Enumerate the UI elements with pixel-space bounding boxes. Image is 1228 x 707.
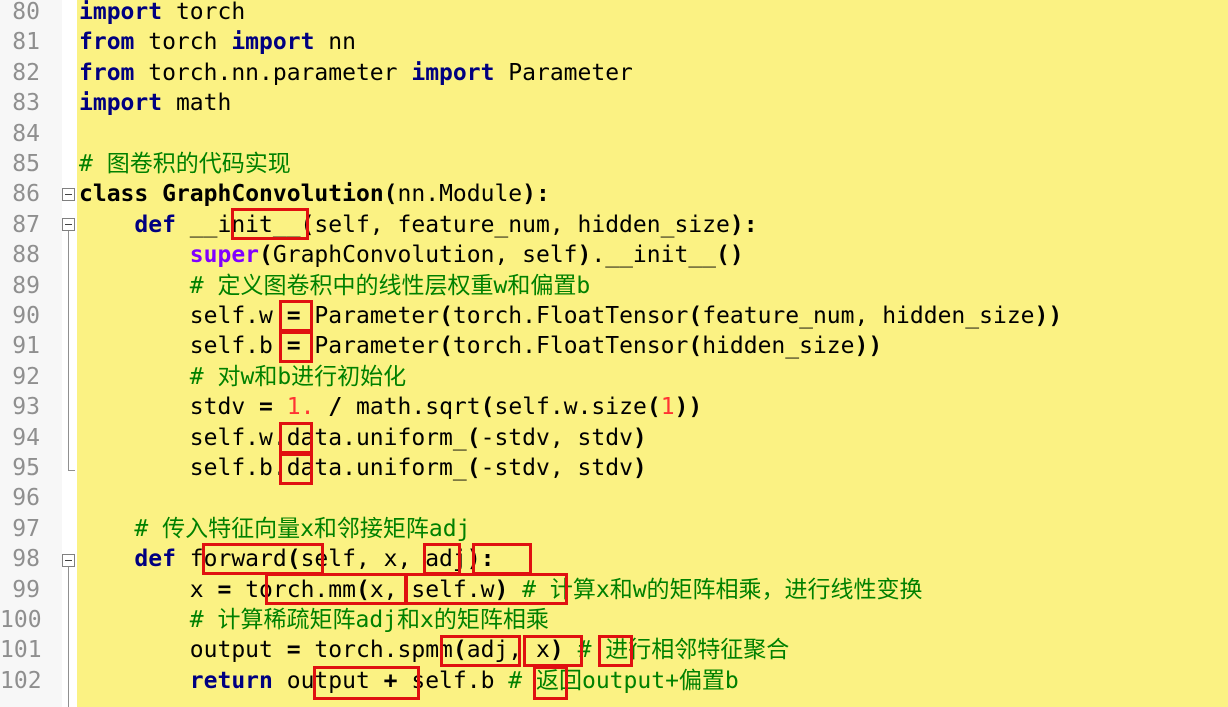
code-line[interactable]: # 定义图卷积中的线性层权重w和偏置b (189, 272, 591, 299)
code-line[interactable]: output = torch.spmm(adj, x) # 进行相邻特征聚合 (79, 637, 790, 664)
code-line[interactable]: # 图卷积的代码实现 (79, 151, 291, 177)
line-number-gutter (0, 0, 62, 707)
code-line[interactable]: def forward(self, x, adj): (134, 546, 495, 573)
line-number: 82 (12, 59, 40, 86)
code-line[interactable]: def __init__(self, feature_num, hidden_s… (134, 211, 758, 238)
fold-end-init (68, 470, 75, 471)
line-number: 88 (12, 242, 40, 269)
line-number: 101 (0, 637, 42, 664)
fold-line-init (68, 231, 69, 470)
highlight-box-x-arg (598, 635, 633, 667)
line-number: 94 (12, 424, 40, 451)
line-number: 83 (12, 90, 40, 117)
line-number: 87 (12, 211, 40, 238)
code-line[interactable]: stdv = 1. / math.sqrt(self.w.size(1)) (79, 394, 703, 421)
line-number: 96 (12, 485, 40, 512)
fold-toggle-init[interactable] (62, 218, 75, 231)
code-line[interactable]: # 对w和b进行初始化 (189, 363, 407, 390)
code-line[interactable]: class GraphConvolution(nn.Module): (79, 181, 550, 208)
line-number: 89 (12, 272, 40, 299)
line-number: 85 (12, 151, 40, 177)
highlight-box-b-return (533, 666, 568, 700)
line-number: 102 (0, 667, 42, 694)
highlight-box-torch-mm (265, 573, 407, 605)
highlight-box-w-init (279, 422, 313, 454)
code-line[interactable]: import math (79, 90, 232, 117)
line-number: 81 (12, 29, 40, 56)
highlight-box-adj-param (472, 543, 532, 575)
code-line[interactable]: x = torch.mm(x, self.w) # 计算x和w的矩阵相乘，进行线… (79, 576, 923, 603)
code-line[interactable]: # 计算稀疏矩阵adj和x的矩阵相乘 (189, 607, 549, 633)
line-number: 97 (12, 515, 40, 542)
highlight-box-forward (202, 543, 324, 575)
highlight-box-spmm (440, 635, 521, 667)
line-number: 91 (12, 333, 40, 360)
line-number: 99 (12, 576, 40, 603)
code-line[interactable]: super(GraphConvolution, self).__init__() (189, 242, 744, 269)
line-number: 92 (12, 363, 40, 390)
highlight-box-x-self-w (405, 573, 568, 605)
code-line[interactable]: # 传入特征向量x和邻接矩阵adj (134, 515, 471, 542)
highlight-box-b-init (279, 453, 313, 485)
code-line[interactable]: from torch.nn.parameter import Parameter (79, 59, 633, 86)
fold-toggle-forward[interactable] (62, 554, 75, 567)
line-number: 98 (12, 546, 40, 573)
line-number: 90 (12, 303, 40, 329)
code-line[interactable]: self.w.data.uniform_(-stdv, stdv) (79, 424, 647, 451)
fold-toggle-class[interactable] (62, 188, 75, 201)
line-number: 95 (12, 455, 40, 481)
code-line[interactable]: import torch (79, 0, 246, 25)
code-line[interactable]: self.b = Parameter(torch.FloatTensor(hid… (79, 333, 883, 360)
line-number: 84 (12, 120, 40, 147)
code-line[interactable]: self.b.data.uniform_(-stdv, stdv) (79, 455, 647, 481)
line-number: 100 (0, 607, 42, 633)
code-line[interactable]: self.w = Parameter(torch.FloatTensor(fea… (79, 303, 1063, 329)
code-line[interactable]: from torch import nn (79, 29, 356, 56)
fold-line-forward (68, 567, 69, 707)
highlight-box-init (231, 208, 309, 240)
highlight-box-x-param (423, 543, 461, 575)
highlight-box-output (313, 666, 420, 700)
highlight-box-adj-arg (523, 635, 583, 667)
highlight-box-self-w-def (279, 300, 313, 332)
line-number: 80 (12, 0, 40, 25)
line-number: 93 (12, 394, 40, 421)
code-line[interactable]: return output + self.b # 返回output+偏置b (189, 667, 739, 694)
highlight-box-self-b-def (279, 331, 313, 363)
line-number: 86 (12, 181, 40, 208)
code-editor[interactable] (77, 0, 1228, 707)
fold-margin (62, 0, 76, 707)
